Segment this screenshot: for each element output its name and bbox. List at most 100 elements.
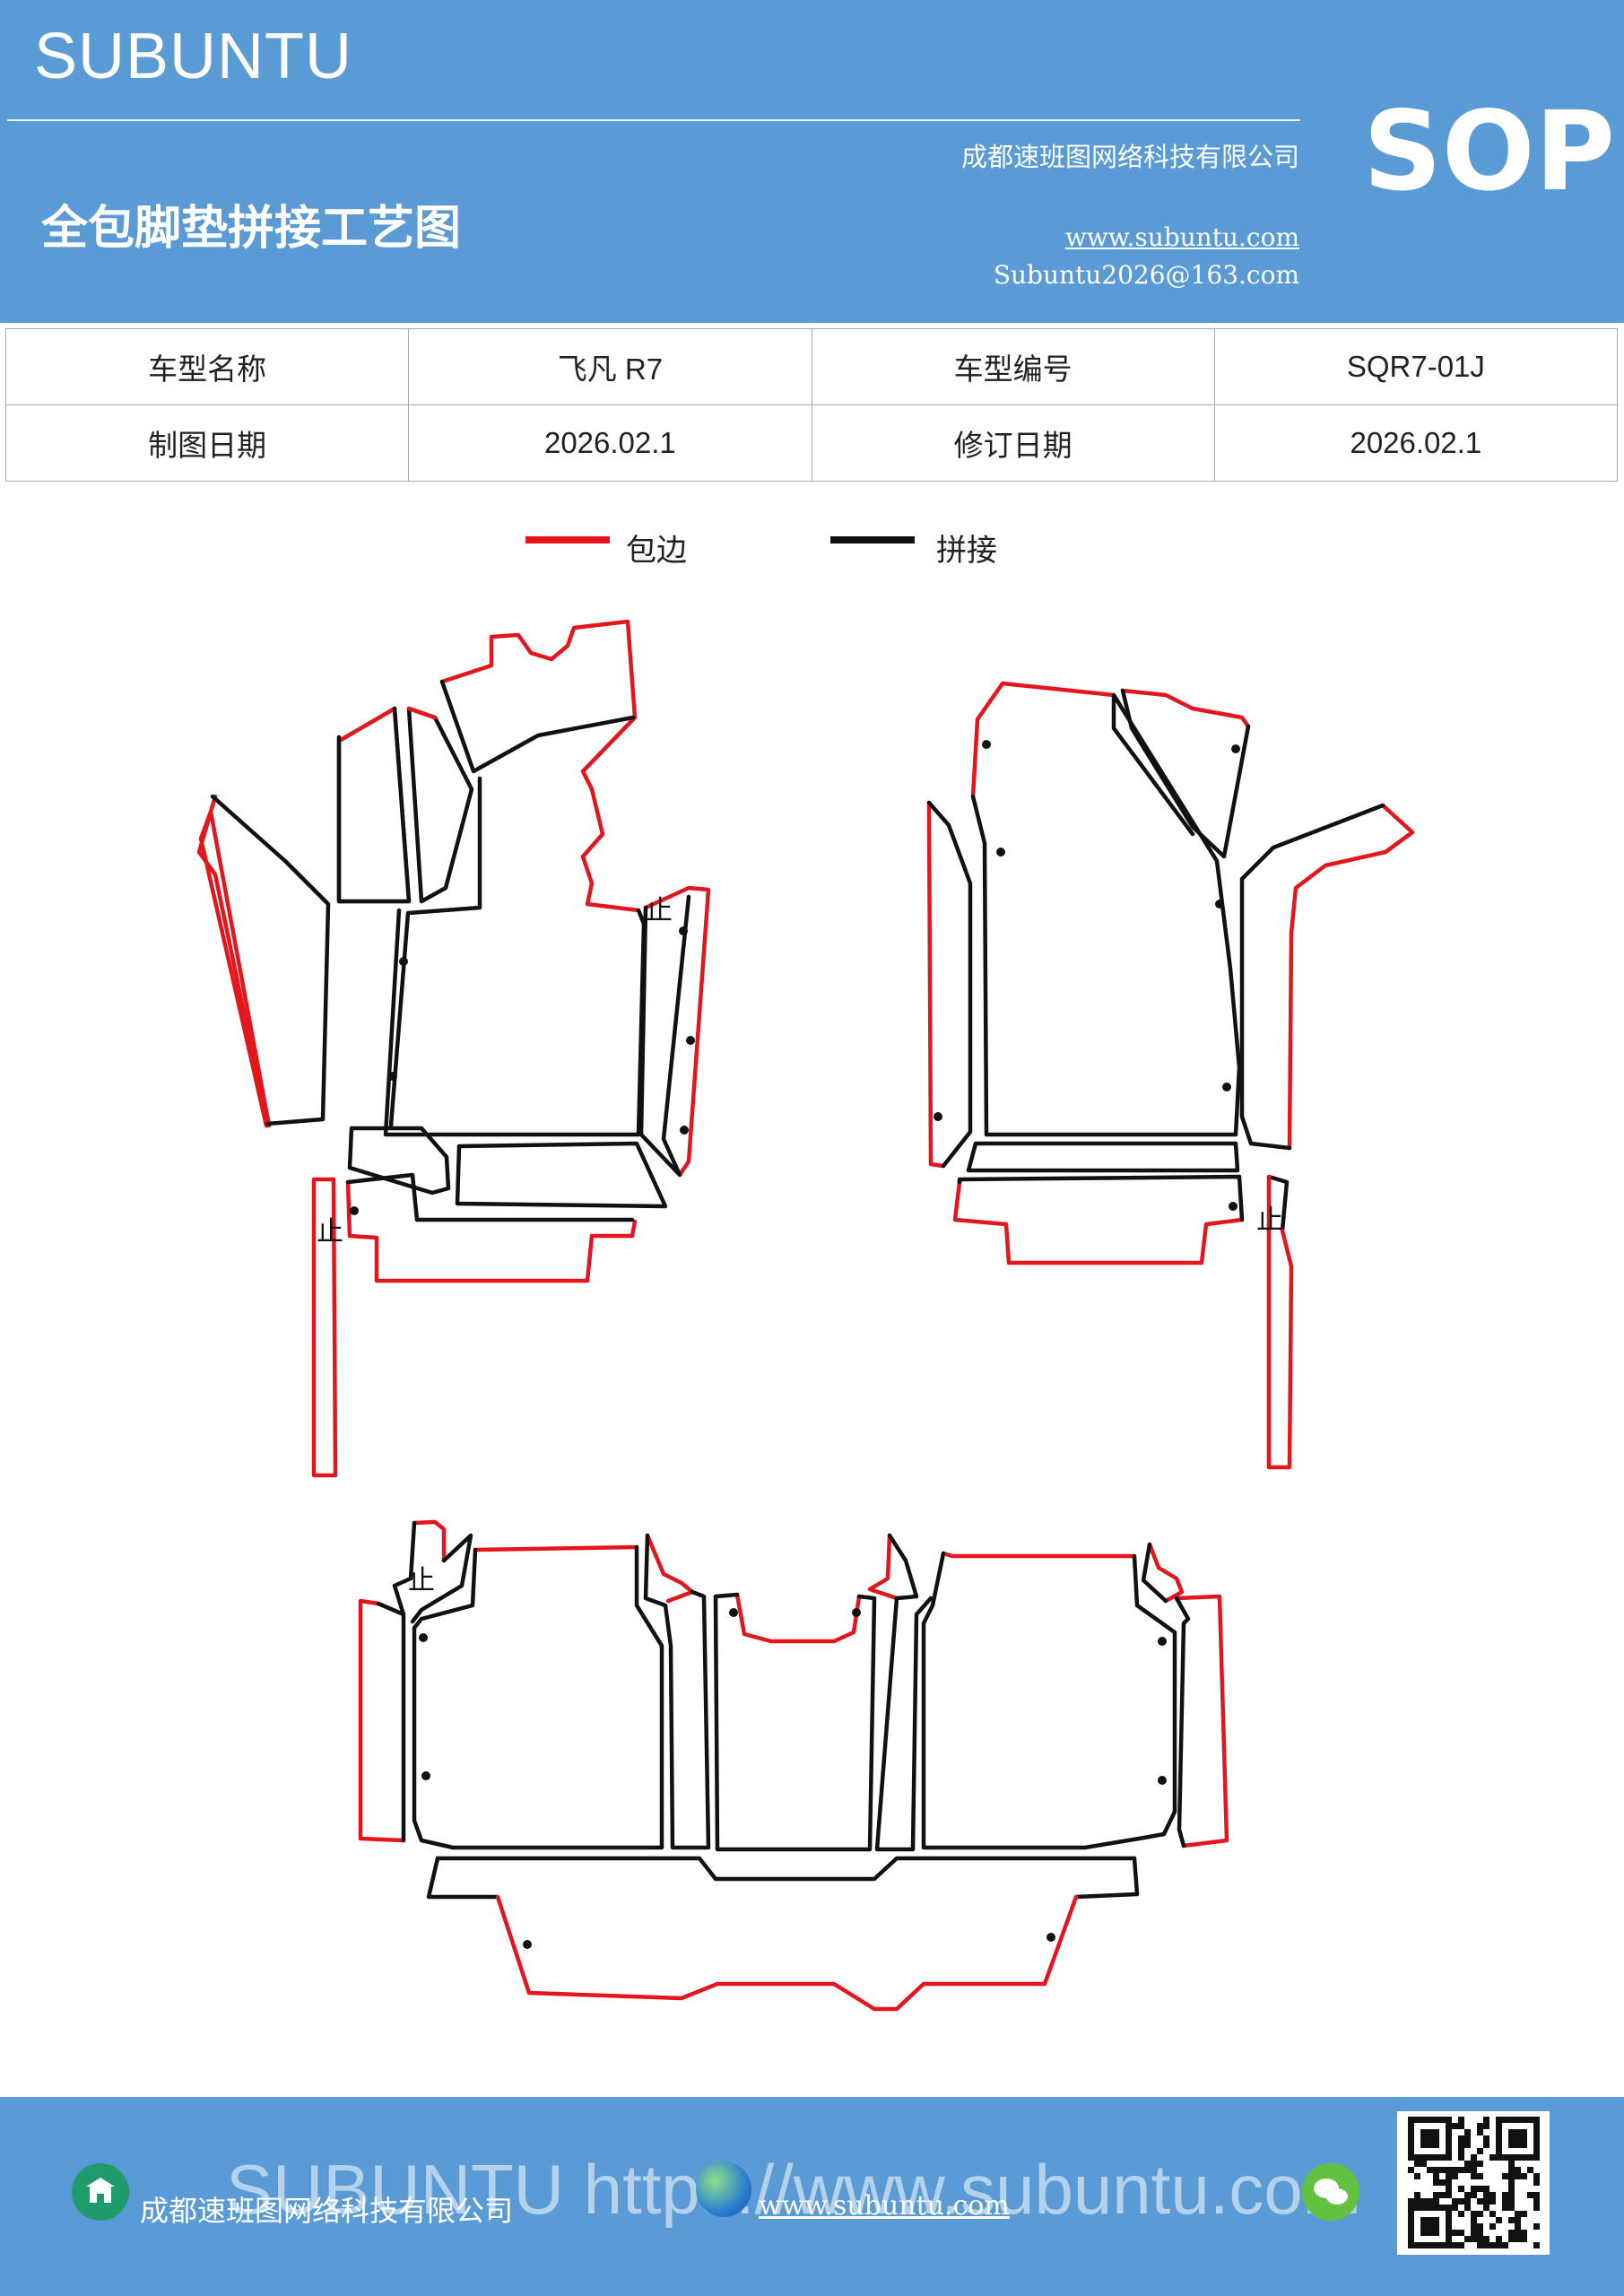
header-banner bbox=[0, 0, 1624, 323]
qr-module bbox=[1427, 2242, 1433, 2248]
header-email: Subuntu2026@163.com bbox=[993, 260, 1299, 290]
qr-module bbox=[1433, 2230, 1439, 2236]
qr-module bbox=[1446, 2173, 1452, 2179]
qr-module bbox=[1483, 2186, 1489, 2192]
qr-module bbox=[1420, 2230, 1427, 2236]
qr-module bbox=[1408, 2167, 1414, 2173]
qr-module bbox=[1408, 2148, 1414, 2154]
qr-module bbox=[1427, 2135, 1433, 2142]
qr-module bbox=[1433, 2142, 1439, 2148]
qr-module bbox=[1433, 2129, 1439, 2135]
qr-module bbox=[1446, 2142, 1452, 2148]
mat-hole bbox=[388, 1072, 397, 1081]
qr-module bbox=[1496, 2154, 1502, 2161]
qr-module bbox=[1471, 2192, 1477, 2198]
qr-module bbox=[1452, 2173, 1458, 2179]
qr-module bbox=[1515, 2173, 1521, 2179]
qr-module bbox=[1446, 2205, 1452, 2211]
mat-piece bbox=[645, 1533, 695, 1604]
mat-hole bbox=[350, 1206, 359, 1215]
qr-module bbox=[1489, 2198, 1496, 2205]
qr-module bbox=[1502, 2192, 1508, 2198]
qr-module bbox=[1458, 2198, 1464, 2205]
qr-module bbox=[1508, 2230, 1515, 2236]
mat-hole bbox=[729, 1608, 738, 1617]
brand-name: SUBUNTU bbox=[34, 21, 353, 92]
qr-module bbox=[1464, 2142, 1471, 2148]
footer-website-link[interactable]: www.subuntu.com bbox=[759, 2190, 1010, 2222]
qr-module bbox=[1515, 2135, 1521, 2142]
mat-hole bbox=[1046, 1933, 1055, 1942]
qr-module bbox=[1471, 2173, 1477, 2179]
legend-join-swatch bbox=[830, 536, 915, 544]
qr-module bbox=[1521, 2173, 1527, 2179]
qr-module bbox=[1452, 2205, 1458, 2211]
mat-piece bbox=[926, 800, 946, 1169]
qr-module bbox=[1439, 2179, 1446, 2186]
qr-module bbox=[1439, 2154, 1446, 2161]
qr-module bbox=[1446, 2148, 1452, 2154]
qr-module bbox=[1533, 2129, 1540, 2135]
qr-module bbox=[1533, 2223, 1540, 2230]
qr-module bbox=[1471, 2211, 1477, 2217]
seam bbox=[412, 1544, 664, 1850]
mat-hole bbox=[852, 1608, 861, 1617]
qr-module bbox=[1521, 2211, 1527, 2217]
qr-module bbox=[1427, 2167, 1433, 2173]
qr-module bbox=[1515, 2117, 1521, 2123]
qr-module bbox=[1508, 2161, 1515, 2167]
model-code-value: SQR7-01J bbox=[1213, 328, 1619, 405]
model-name-label: 车型名称 bbox=[4, 328, 410, 405]
qr-module bbox=[1527, 2192, 1533, 2198]
seam bbox=[874, 1533, 934, 1852]
seam bbox=[1239, 803, 1385, 1151]
draw-date-label: 制图日期 bbox=[4, 404, 410, 482]
qr-module bbox=[1427, 2205, 1433, 2211]
qr-module bbox=[1477, 2161, 1483, 2167]
mat-piece bbox=[970, 681, 1116, 799]
qr-module bbox=[1458, 2167, 1464, 2173]
qr-module bbox=[1458, 2123, 1464, 2129]
qr-module bbox=[1508, 2167, 1515, 2173]
qr-module bbox=[1477, 2186, 1483, 2192]
mat-piece bbox=[952, 1179, 1245, 1265]
seam bbox=[388, 776, 482, 1128]
qr-module bbox=[1408, 2129, 1414, 2135]
qr-module bbox=[1508, 2142, 1515, 2148]
qr-module bbox=[1427, 2217, 1433, 2223]
qr-module bbox=[1502, 2117, 1508, 2123]
qr-module bbox=[1408, 2154, 1414, 2161]
qr-module bbox=[1533, 2205, 1540, 2211]
driver-side-mats bbox=[196, 619, 711, 1478]
mat-hole bbox=[1215, 900, 1224, 909]
qr-module bbox=[1527, 2167, 1533, 2173]
seam bbox=[1120, 688, 1251, 859]
qr-module bbox=[1458, 2186, 1464, 2192]
qr-module bbox=[1464, 2236, 1471, 2242]
mat-hole bbox=[419, 1633, 428, 1642]
sop-badge: SOP bbox=[1363, 88, 1615, 215]
mat-hole bbox=[686, 1036, 695, 1045]
mat-piece bbox=[347, 1126, 451, 1196]
qr-module bbox=[1521, 2129, 1527, 2135]
header-website-link[interactable]: www.subuntu.com bbox=[1064, 222, 1299, 252]
qr-module bbox=[1408, 2135, 1414, 2142]
qr-module bbox=[1477, 2236, 1483, 2242]
qr-module bbox=[1452, 2198, 1458, 2205]
mat-hole bbox=[680, 1126, 689, 1135]
mat-hole bbox=[1222, 1083, 1231, 1091]
qr-module bbox=[1427, 2198, 1433, 2205]
qr-module bbox=[1464, 2192, 1471, 2198]
wechat-icon[interactable] bbox=[1302, 2163, 1359, 2221]
seam bbox=[336, 706, 412, 904]
qr-module bbox=[1439, 2205, 1446, 2211]
qr-module bbox=[1458, 2242, 1464, 2248]
qr-module bbox=[1408, 2117, 1414, 2123]
qr-module bbox=[1508, 2236, 1515, 2242]
qr-module bbox=[1427, 2117, 1433, 2123]
qr-module bbox=[1458, 2117, 1464, 2123]
mat-piece bbox=[1174, 1594, 1229, 1848]
seam bbox=[439, 679, 636, 774]
mat-piece bbox=[1266, 1174, 1294, 1470]
seam bbox=[1141, 1542, 1168, 1604]
